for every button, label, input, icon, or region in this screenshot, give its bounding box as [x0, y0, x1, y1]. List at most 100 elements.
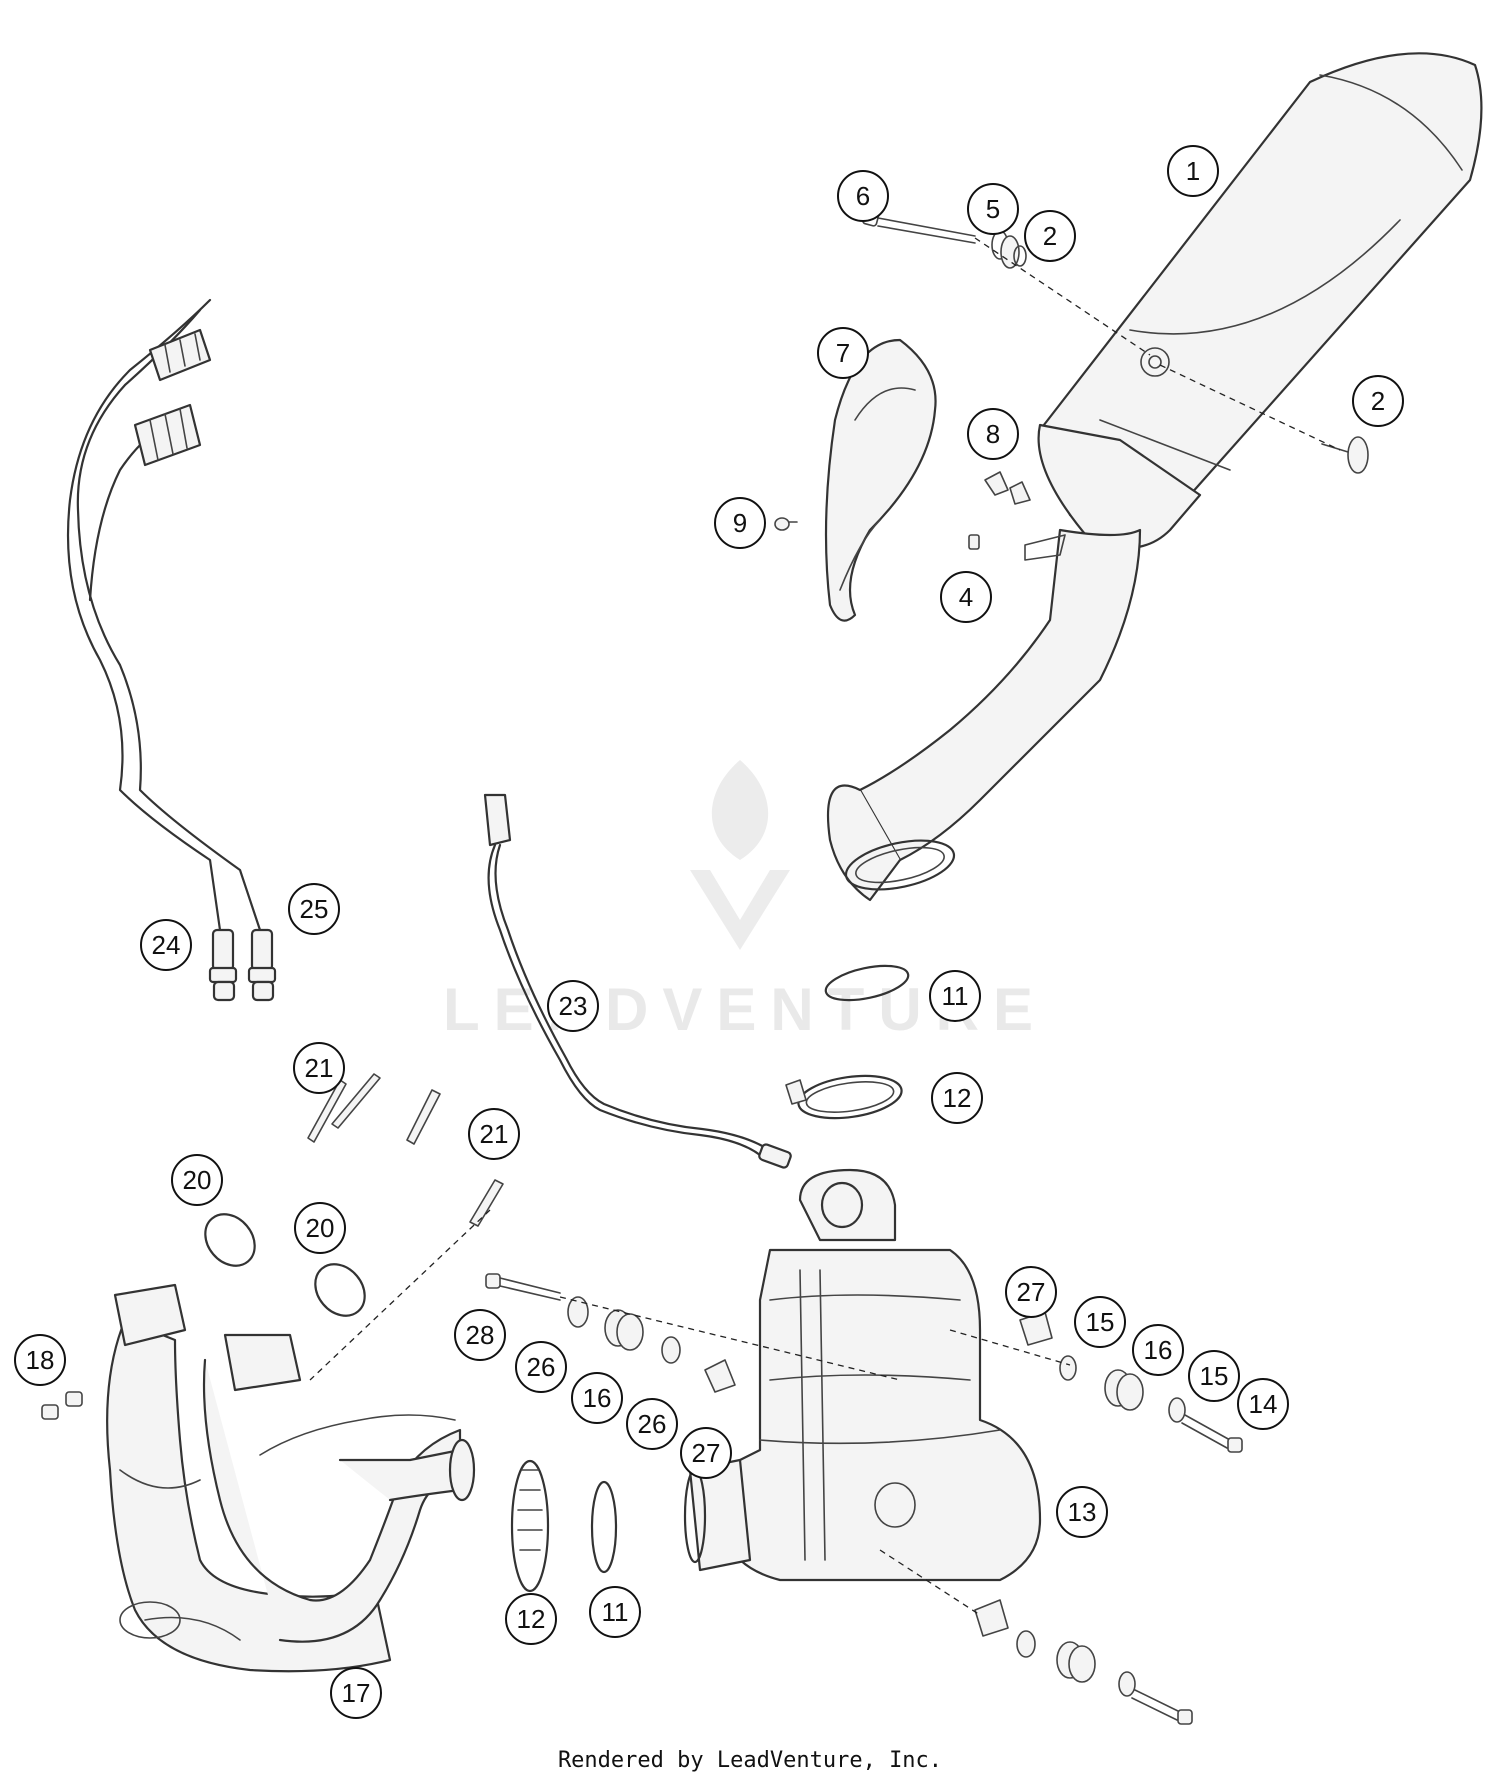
connector-lower — [133, 403, 202, 467]
callout-27-right: 27 — [1005, 1266, 1057, 1318]
callout-6: 6 — [837, 170, 889, 222]
part-grommet-2-upper — [1000, 235, 1027, 269]
callout-26-lower: 26 — [626, 1398, 678, 1450]
svg-text:18: 18 — [26, 1345, 55, 1375]
svg-text:21: 21 — [305, 1053, 334, 1083]
svg-text:11: 11 — [602, 1597, 629, 1627]
part-catalytic-box — [683, 1168, 1042, 1582]
callout-13: 13 — [1056, 1486, 1108, 1538]
part-sensor-harness — [66, 298, 262, 932]
assembly-leader-lines — [309, 237, 1341, 1616]
callout-11-upper: 11 — [929, 970, 981, 1022]
svg-text:15: 15 — [1200, 1361, 1229, 1391]
callout-7: 7 — [817, 327, 869, 379]
part-bush-26-lower — [661, 1336, 681, 1364]
callout-9: 9 — [714, 497, 766, 549]
callout-26-upper: 26 — [515, 1341, 567, 1393]
svg-text:2: 2 — [1043, 221, 1057, 251]
svg-text:9: 9 — [733, 508, 747, 538]
watermark-v-icon — [690, 870, 790, 950]
part-heat-shield — [824, 338, 937, 622]
callout-15-right: 15 — [1188, 1350, 1240, 1402]
part-oxygen-sensor-24 — [208, 928, 238, 1002]
callout-17: 17 — [330, 1667, 382, 1719]
svg-text:11: 11 — [942, 981, 969, 1011]
watermark-flame-icon — [711, 760, 769, 860]
svg-text:14: 14 — [1249, 1389, 1278, 1419]
callout-20-right: 20 — [294, 1202, 346, 1254]
callout-21-upper: 21 — [293, 1042, 345, 1094]
svg-text:17: 17 — [342, 1678, 371, 1708]
svg-text:7: 7 — [836, 338, 850, 368]
part-studs-21 — [307, 1073, 504, 1227]
callout-12-lower: 12 — [505, 1593, 557, 1645]
svg-text:16: 16 — [583, 1383, 612, 1413]
svg-text:25: 25 — [300, 894, 329, 924]
callout-14: 14 — [1237, 1378, 1289, 1430]
callout-21-lower: 21 — [468, 1108, 520, 1160]
part-rubber-16-right — [1104, 1369, 1144, 1411]
callout-11-lower: 11 — [589, 1586, 641, 1638]
callout-28: 28 — [454, 1309, 506, 1361]
part-oxygen-sensor-23 — [483, 793, 792, 1169]
svg-text:12: 12 — [517, 1604, 546, 1634]
part-muffler — [826, 52, 1483, 902]
svg-text:15: 15 — [1086, 1307, 1115, 1337]
svg-text:12: 12 — [943, 1083, 972, 1113]
part-clip-27-left — [704, 1359, 736, 1393]
svg-text:26: 26 — [527, 1352, 556, 1382]
callout-25: 25 — [288, 883, 340, 935]
svg-text:20: 20 — [183, 1165, 212, 1195]
callout-24: 24 — [140, 919, 192, 971]
callout-16-left: 16 — [571, 1372, 623, 1424]
part-washer-15-left — [1059, 1355, 1077, 1381]
callout-8: 8 — [967, 408, 1019, 460]
callout-12-upper: 12 — [931, 1072, 983, 1124]
callout-27-left: 27 — [680, 1427, 732, 1479]
svg-text:28: 28 — [466, 1320, 495, 1350]
callout-18: 18 — [14, 1334, 66, 1386]
callout-1: 1 — [1167, 145, 1219, 197]
svg-text:1: 1 — [1186, 156, 1200, 186]
footer-credit: Rendered by LeadVenture, Inc. — [557, 1748, 943, 1773]
part-bolt-28 — [485, 1273, 561, 1301]
part-header-pipes — [106, 1283, 476, 1673]
callout-20-left: 20 — [171, 1154, 223, 1206]
callout-2-right: 2 — [1352, 375, 1404, 427]
part-washer-15-right — [1168, 1397, 1186, 1423]
part-nuts-18 — [41, 1391, 83, 1420]
svg-text:16: 16 — [1144, 1335, 1173, 1365]
svg-text:5: 5 — [986, 194, 1000, 224]
callout-2-upper: 2 — [1024, 210, 1076, 262]
svg-text:24: 24 — [152, 930, 181, 960]
part-clip-8 — [984, 471, 1031, 505]
callout-15-left: 15 — [1074, 1296, 1126, 1348]
callout-5: 5 — [967, 183, 1019, 235]
svg-text:2: 2 — [1371, 386, 1385, 416]
svg-text:8: 8 — [986, 419, 1000, 449]
part-clamp-12-lower — [510, 1459, 550, 1593]
part-lower-mount-hardware — [974, 1599, 1193, 1725]
svg-text:27: 27 — [1017, 1277, 1046, 1307]
part-gasket-11-upper — [824, 964, 910, 1002]
part-gasket-11-lower — [590, 1480, 618, 1574]
part-clamp-12-upper — [785, 1074, 903, 1120]
connector-upper — [148, 328, 212, 382]
callout-23: 23 — [547, 980, 599, 1032]
svg-text:13: 13 — [1068, 1497, 1097, 1527]
part-bush-26-upper — [567, 1296, 589, 1328]
part-screw-9 — [774, 517, 798, 531]
part-bolt-14 — [1181, 1414, 1243, 1453]
svg-text:4: 4 — [959, 582, 973, 612]
part-gasket-20-left — [204, 1213, 256, 1267]
svg-text:21: 21 — [480, 1119, 509, 1149]
svg-text:6: 6 — [856, 181, 870, 211]
svg-text:20: 20 — [306, 1213, 335, 1243]
part-gasket-20-right — [314, 1263, 366, 1317]
svg-text:23: 23 — [559, 991, 588, 1021]
part-grommet-2-right — [1321, 436, 1369, 474]
part-oxygen-sensor-25 — [247, 928, 277, 1002]
callout-16-right: 16 — [1132, 1324, 1184, 1376]
part-rubber-16-left — [604, 1309, 644, 1351]
